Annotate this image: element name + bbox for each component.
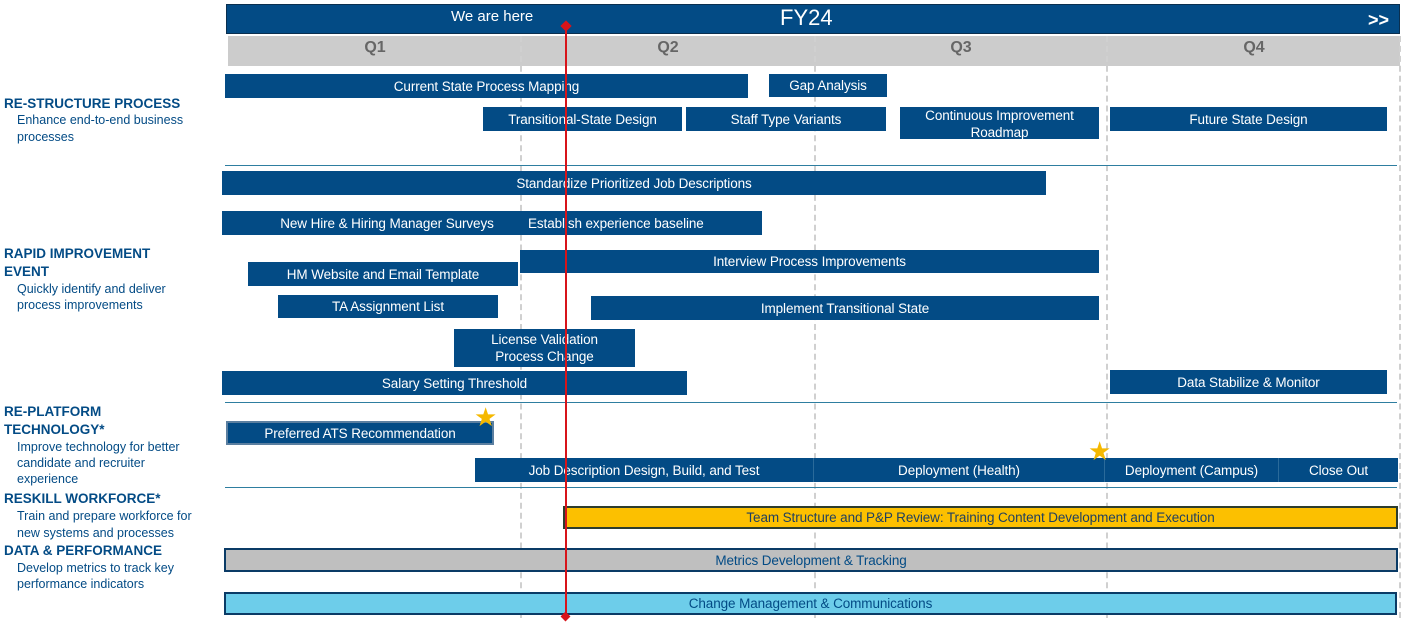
task-bar[interactable]: License Validation Process Change (454, 329, 635, 367)
quarter-divider (814, 36, 816, 618)
quarter-divider (1106, 36, 1108, 618)
workstream-desc: Enhance end-to-end business (17, 113, 184, 127)
workstream-desc: processes (17, 130, 74, 144)
workstream-title: EVENT (4, 264, 50, 279)
task-bar[interactable]: TA Assignment List (278, 295, 498, 318)
task-bar[interactable]: Standardize Prioritized Job Descriptions (222, 171, 1046, 195)
task-bar[interactable]: Close Out (1279, 458, 1398, 482)
milestone-star-icon: ★ (474, 402, 498, 432)
next-arrow-icon[interactable]: >> (1367, 10, 1389, 30)
workstream-desc: Develop metrics to track key (17, 561, 174, 575)
task-bar[interactable]: Data Stabilize & Monitor (1110, 370, 1387, 394)
workstream-desc: candidate and recruiter (17, 456, 145, 470)
current-date-marker-line (565, 28, 567, 618)
task-bar[interactable]: New Hire & Hiring Manager Surveys (222, 211, 522, 235)
we-are-here-label: We are here (451, 8, 534, 25)
task-bar[interactable]: Deployment (Campus) (1105, 458, 1279, 482)
section-separator (225, 165, 1397, 166)
task-bar[interactable]: Gap Analysis (769, 74, 887, 97)
quarter-q2: Q2 (657, 39, 679, 56)
task-bar[interactable]: Job Description Design, Build, and Test (475, 458, 814, 482)
workstream-desc: Quickly identify and deliver (17, 282, 166, 296)
workstream-desc: Train and prepare workforce for (17, 509, 192, 523)
task-bar[interactable]: Change Management & Communications (224, 592, 1397, 615)
quarter-divider (1399, 36, 1401, 618)
quarter-q3: Q3 (950, 39, 972, 56)
quarter-divider (520, 36, 522, 618)
task-bar[interactable]: Establish experience baseline (522, 211, 762, 235)
task-bar[interactable]: Preferred ATS Recommendation (226, 421, 494, 445)
workstream-title: TECHNOLOGY* (4, 422, 105, 437)
task-bar[interactable]: HM Website and Email Template (248, 262, 518, 286)
task-bar[interactable]: Interview Process Improvements (520, 250, 1099, 273)
workstream-desc: experience (17, 472, 79, 486)
milestone-star-icon: ★ (1088, 436, 1112, 466)
quarter-q1: Q1 (364, 39, 386, 56)
workstream-title: RAPID IMPROVEMENT (4, 246, 151, 261)
task-bar[interactable]: Team Structure and P&P Review: Training … (563, 506, 1398, 529)
task-bar[interactable]: Future State Design (1110, 107, 1387, 131)
workstream-desc: performance indicators (17, 577, 145, 591)
section-separator (225, 402, 1397, 403)
workstream-title: DATA & PERFORMANCE (4, 543, 162, 558)
task-bar[interactable]: Current State Process Mapping (225, 74, 748, 98)
workstream-title: RE-STRUCTURE PROCESS (4, 96, 181, 111)
task-bar[interactable]: Implement Transitional State (591, 296, 1099, 320)
workstream-desc: Improve technology for better (17, 440, 180, 454)
task-bar[interactable]: Deployment (Health) (814, 458, 1105, 482)
task-bar[interactable]: Staff Type Variants (686, 107, 886, 131)
quarter-q4: Q4 (1243, 39, 1265, 56)
fiscal-year-header: We are here FY24 >> (226, 4, 1400, 34)
task-bar[interactable]: Metrics Development & Tracking (224, 548, 1398, 572)
task-bar[interactable]: Salary Setting Threshold (222, 371, 687, 395)
workstream-title: RESKILL WORKFORCE* (4, 491, 161, 506)
workstream-desc: new systems and processes (17, 526, 175, 540)
section-separator (225, 487, 1397, 488)
task-bar[interactable]: Continuous Improvement Roadmap (900, 107, 1099, 140)
workstream-desc: process improvements (17, 298, 143, 312)
fiscal-year-label: FY24 (780, 5, 833, 30)
workstream-title: RE-PLATFORM (4, 404, 102, 419)
task-bar[interactable]: Transitional-State Design (483, 107, 682, 131)
